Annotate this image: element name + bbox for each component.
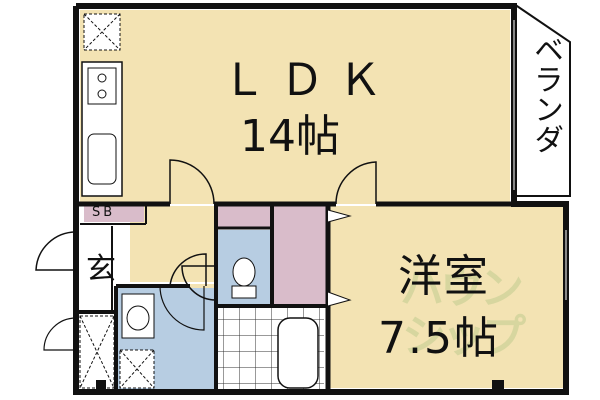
- door-western: [335, 161, 377, 205]
- ldk-label: ＬＤＫ: [222, 55, 396, 106]
- hallway: [130, 206, 216, 282]
- burner-1: [97, 73, 107, 83]
- entrance-label: 玄: [86, 252, 116, 287]
- bathtub: [277, 317, 319, 389]
- closet-small: [218, 206, 270, 228]
- sb-storage: [84, 206, 144, 222]
- door-toilet: [181, 265, 217, 301]
- watermark-line-1: ハウン: [400, 263, 524, 314]
- door-ldk: [169, 159, 215, 205]
- shower-cross: [119, 349, 155, 389]
- ldk-size-label: 14帖: [240, 111, 340, 162]
- closet-door-2: [327, 291, 352, 307]
- fridge-cross: [83, 13, 121, 51]
- veranda-label: ベランダ: [528, 34, 563, 154]
- burner-2: [97, 89, 107, 99]
- door-washroom: [169, 253, 207, 287]
- entrance-floor: [80, 226, 112, 310]
- shoe-box-label: SB: [92, 205, 116, 220]
- washer-cross: [79, 315, 115, 389]
- stove: [87, 67, 117, 105]
- watermark-line-2: シップ: [402, 311, 526, 362]
- veranda-outline: [513, 3, 571, 197]
- column-1: [96, 380, 106, 390]
- closet-door-1: [327, 209, 352, 223]
- door-laundry: [43, 317, 77, 351]
- sink: [87, 133, 117, 185]
- western-room-size-label: 7.5帖: [378, 313, 500, 364]
- column-2: [492, 380, 504, 392]
- western-room: [330, 206, 564, 388]
- washbasin-bowl: [126, 305, 150, 331]
- veranda-area: [514, 10, 562, 196]
- closet: [274, 206, 326, 306]
- toilet-bowl: [232, 257, 256, 287]
- ldk-room: [80, 10, 510, 204]
- toilet-tank: [231, 285, 257, 299]
- door-wash-lower: [159, 285, 205, 331]
- door-entrance: [35, 231, 77, 271]
- western-room-label: 洋室: [398, 251, 490, 302]
